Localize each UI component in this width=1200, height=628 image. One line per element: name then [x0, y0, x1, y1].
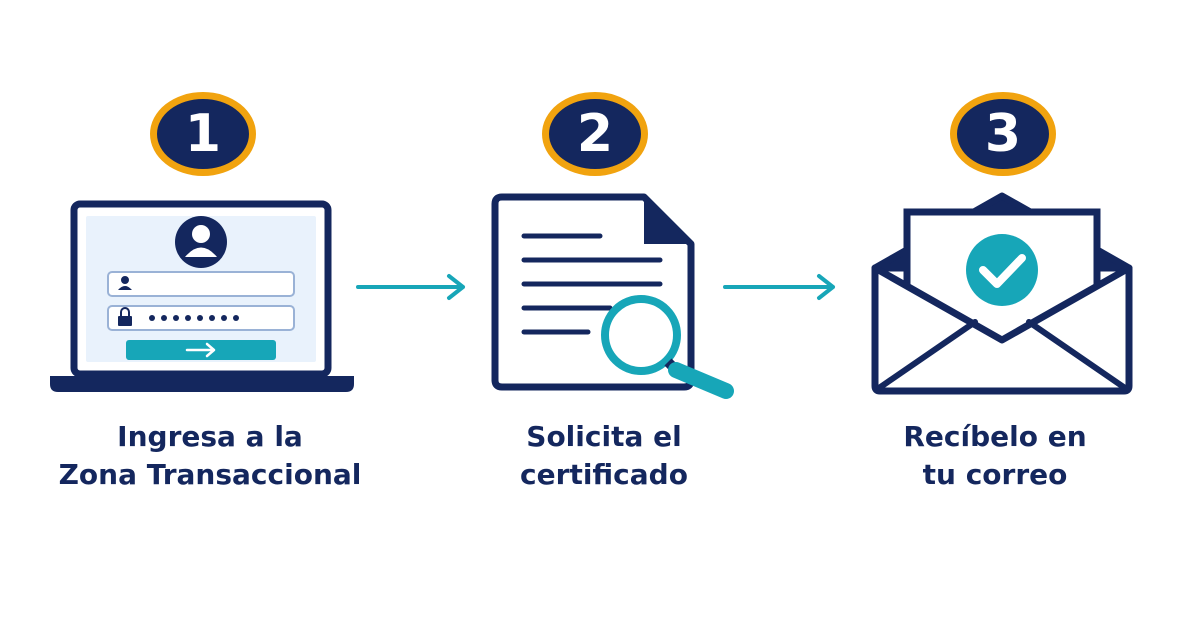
document-lines: [521, 233, 663, 335]
check-circle-icon: [966, 234, 1038, 306]
laptop-login-icon: [50, 200, 354, 392]
step-2-caption: Solicita el certificado: [394, 418, 814, 494]
password-dots: [149, 315, 239, 321]
step-2-caption-line-1: Solicita el: [526, 420, 682, 453]
step-3-caption-line-2: tu correo: [922, 458, 1068, 491]
step-1-caption: Ingresa a la Zona Transaccional: [0, 418, 420, 494]
step-3-number-badge: 3: [950, 92, 1056, 176]
envelope-check-icon: [871, 192, 1133, 395]
step-3-caption: Recíbelo en tu correo: [785, 418, 1200, 494]
step-1-number-badge: 1: [150, 92, 256, 176]
step-1-caption-line-1: Ingresa a la: [117, 420, 303, 453]
user-icon: [118, 276, 132, 290]
step-3-caption-line-1: Recíbelo en: [903, 420, 1087, 453]
user-avatar-icon: [175, 216, 227, 268]
step-1-caption-line-2: Zona Transaccional: [58, 458, 362, 491]
document-search-icon: [491, 193, 734, 399]
arrow-right-icon: [723, 274, 835, 300]
magnifier-icon: [601, 295, 734, 399]
step-2-number-badge: 2: [542, 92, 648, 176]
submit-arrow-icon: [185, 342, 216, 358]
arrow-right-icon: [356, 274, 465, 300]
lock-icon: [118, 307, 132, 326]
step-2-caption-line-2: certificado: [520, 458, 688, 491]
